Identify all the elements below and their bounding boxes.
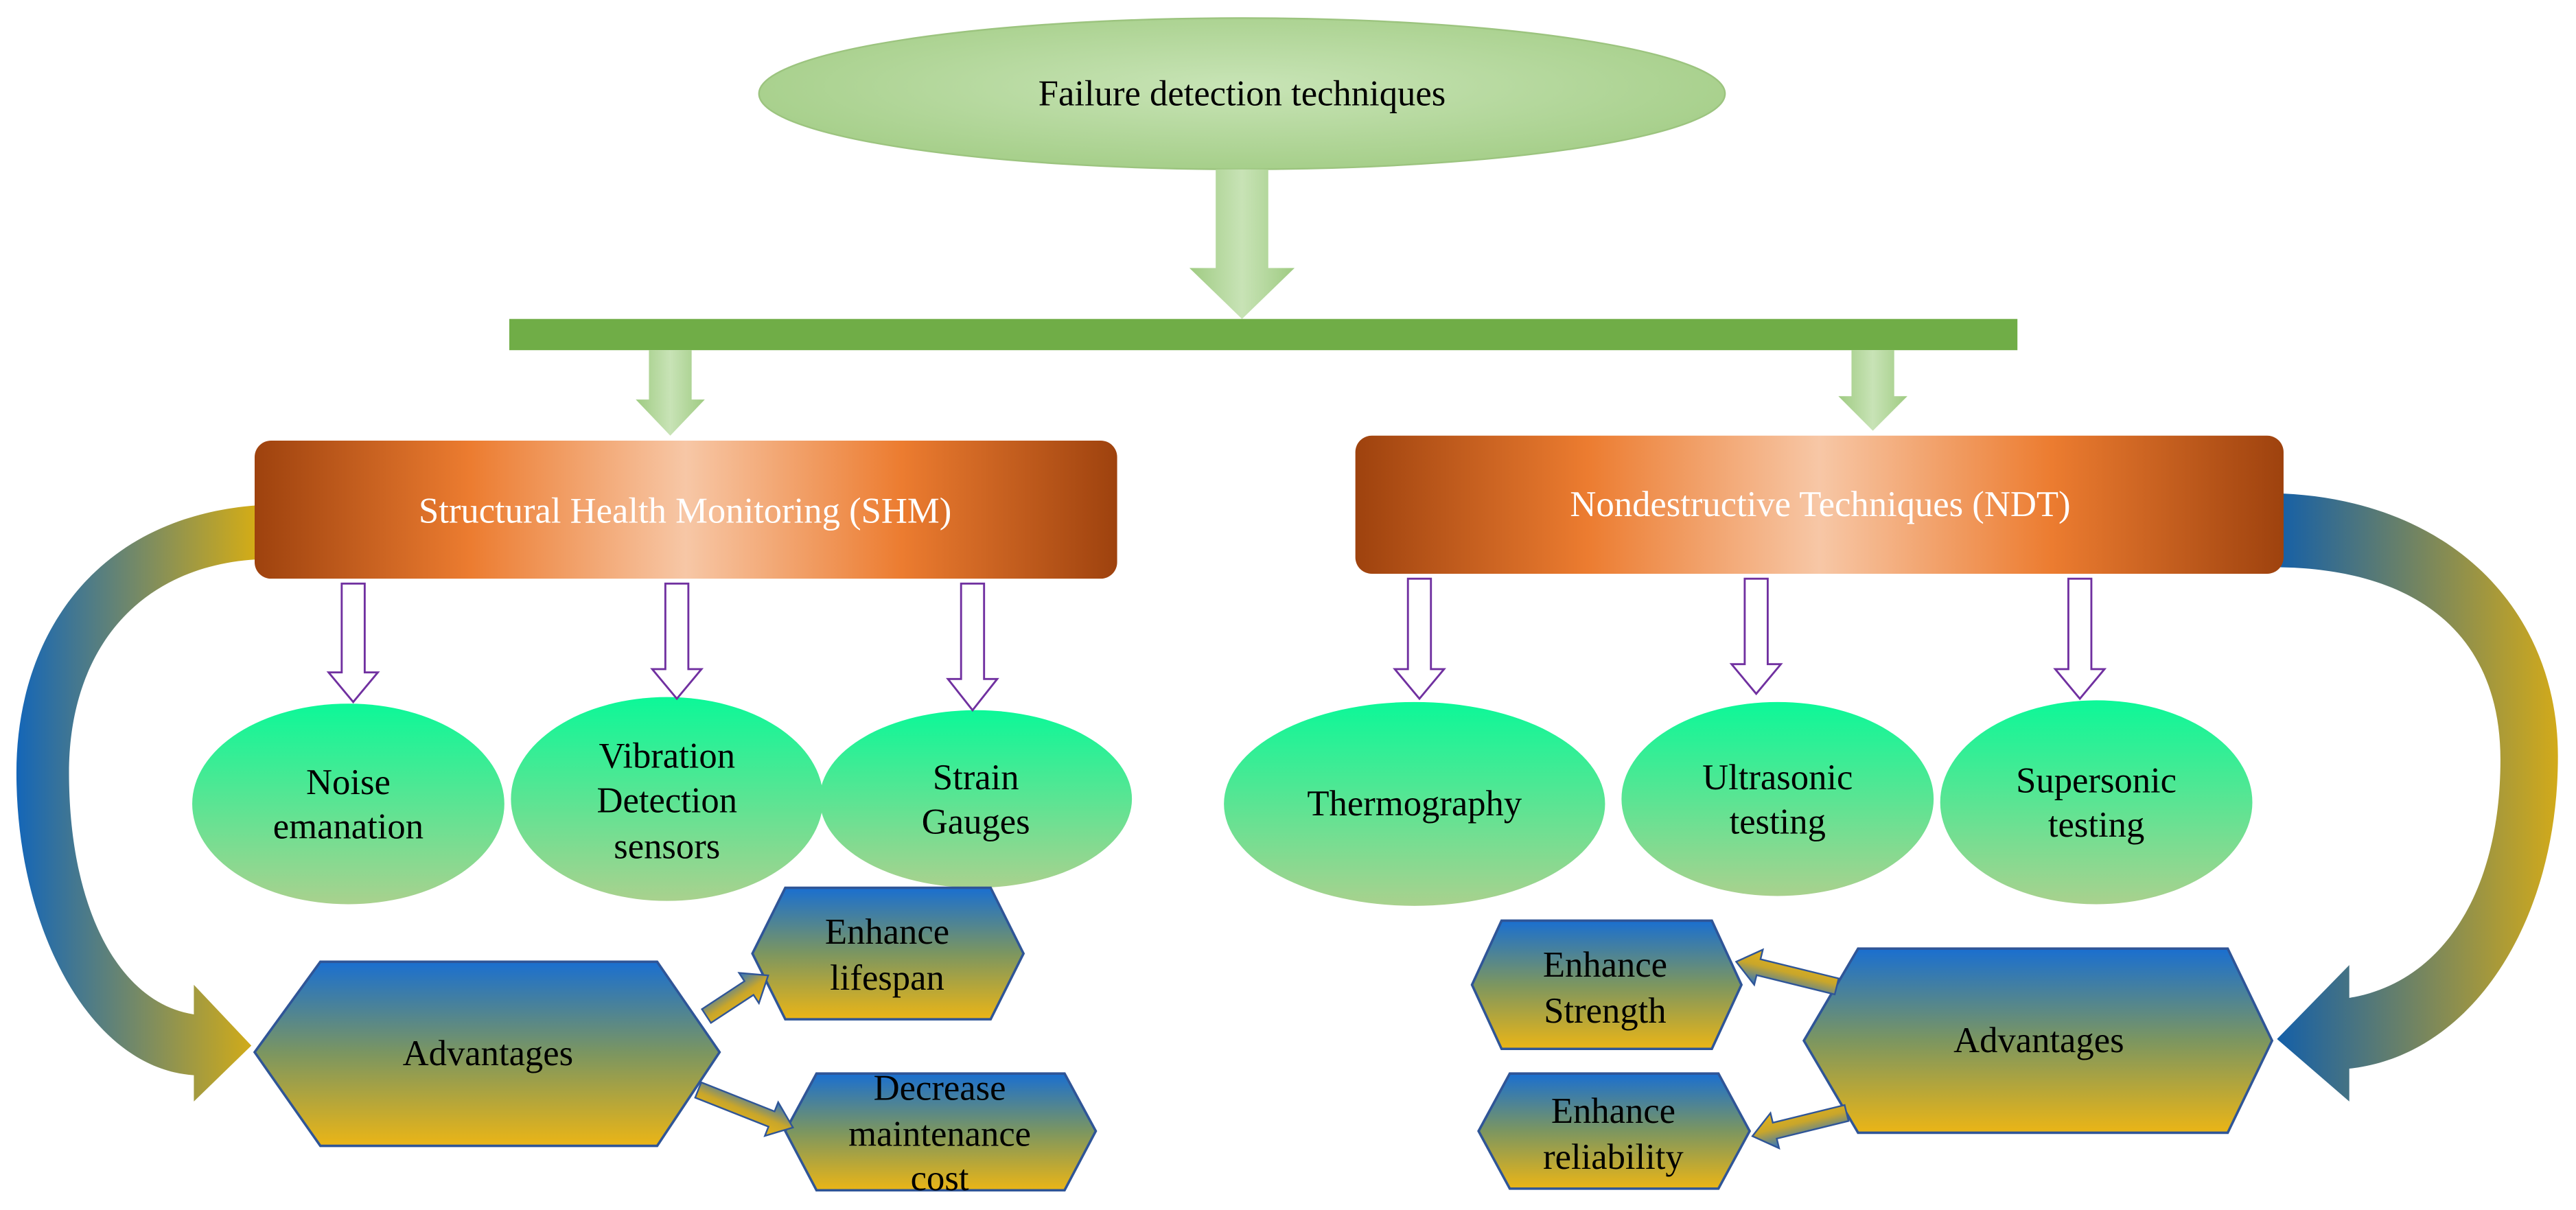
ndt-branch-label: Nondestructive Techniques (NDT) <box>1570 485 2070 524</box>
shm-branch-box <box>254 440 1117 579</box>
arrow-to-enhance-reliability <box>1751 1104 1850 1150</box>
root-title: Failure detection techniques <box>1038 73 1446 113</box>
outline-arrow-noise <box>326 582 380 704</box>
shm-curved-arrow <box>16 504 266 1102</box>
method-node-ultrasonic-testing <box>1621 701 1934 896</box>
ndt-advantages-label: Advantages <box>1953 1021 2124 1060</box>
method-label-line: sensors <box>614 826 720 866</box>
root-down-arrow <box>1189 169 1295 319</box>
method-node-vibration-detection-sensors <box>511 697 824 901</box>
method-label-line: testing <box>2048 805 2144 845</box>
method-label-line: Strain <box>933 758 1019 798</box>
advantage-label-line: Enhance <box>1551 1091 1675 1131</box>
outline-arrow-thermography <box>1393 577 1446 701</box>
shm-advantage-enhance-lifespan <box>751 886 1025 1021</box>
outline-arrow-supersonic <box>2053 577 2107 701</box>
method-label-line: Vibration <box>599 736 735 776</box>
ndt-curved-arrow <box>2272 493 2558 1102</box>
advantage-label-line: maintenance <box>848 1115 1031 1154</box>
arrow-to-enhance-lifespan <box>700 972 769 1025</box>
shm-advantages-label: Advantages <box>403 1034 573 1073</box>
method-label-line: Thermography <box>1307 784 1522 824</box>
ndt-advantages-hexagon <box>1802 947 2274 1135</box>
method-node-supersonic-testing <box>1940 700 2253 905</box>
method-label-line: Noise <box>306 763 391 802</box>
shm-down-arrow <box>636 350 705 436</box>
advantage-label-line: Decrease <box>874 1068 1006 1108</box>
outline-arrow-strain <box>946 582 999 712</box>
shm-branch-label: Structural Health Monitoring (SHM) <box>419 491 951 531</box>
advantage-label-line: lifespan <box>830 958 944 998</box>
advantage-label-line: cost <box>911 1159 969 1198</box>
method-label-line: testing <box>1730 802 1826 841</box>
shm-advantages-hexagon <box>253 960 721 1148</box>
method-node-noise-emanation <box>192 703 504 905</box>
arrow-to-enhance-strength <box>1734 948 1840 996</box>
outline-arrow-ultrasonic <box>1729 577 1783 696</box>
method-node-strain-gauges <box>820 710 1133 888</box>
advantage-label-line: Enhance <box>825 912 949 952</box>
ndt-advantage-enhance-strength <box>1470 919 1743 1051</box>
method-label-line: Ultrasonic <box>1702 758 1853 798</box>
advantage-label-line: reliability <box>1543 1137 1684 1177</box>
advantage-label-line: Strength <box>1544 991 1666 1031</box>
advantage-label-line: Enhance <box>1543 945 1667 985</box>
method-node-thermography <box>1224 701 1605 906</box>
method-label-line: Detection <box>596 780 737 820</box>
method-label-line: Gauges <box>922 802 1030 841</box>
outline-arrow-vibration <box>650 582 704 701</box>
ndt-advantage-enhance-reliability <box>1477 1072 1752 1190</box>
connector-bar <box>509 318 2018 351</box>
method-label-line: emanation <box>273 807 423 847</box>
ndt-down-arrow <box>1838 350 1907 431</box>
shm-advantage-decrease-maintenance-cost <box>784 1072 1098 1192</box>
arrow-to-decrease-maintenance-cost <box>694 1081 795 1137</box>
ndt-branch-box <box>1355 435 2284 574</box>
method-label-line: Supersonic <box>2016 761 2177 801</box>
